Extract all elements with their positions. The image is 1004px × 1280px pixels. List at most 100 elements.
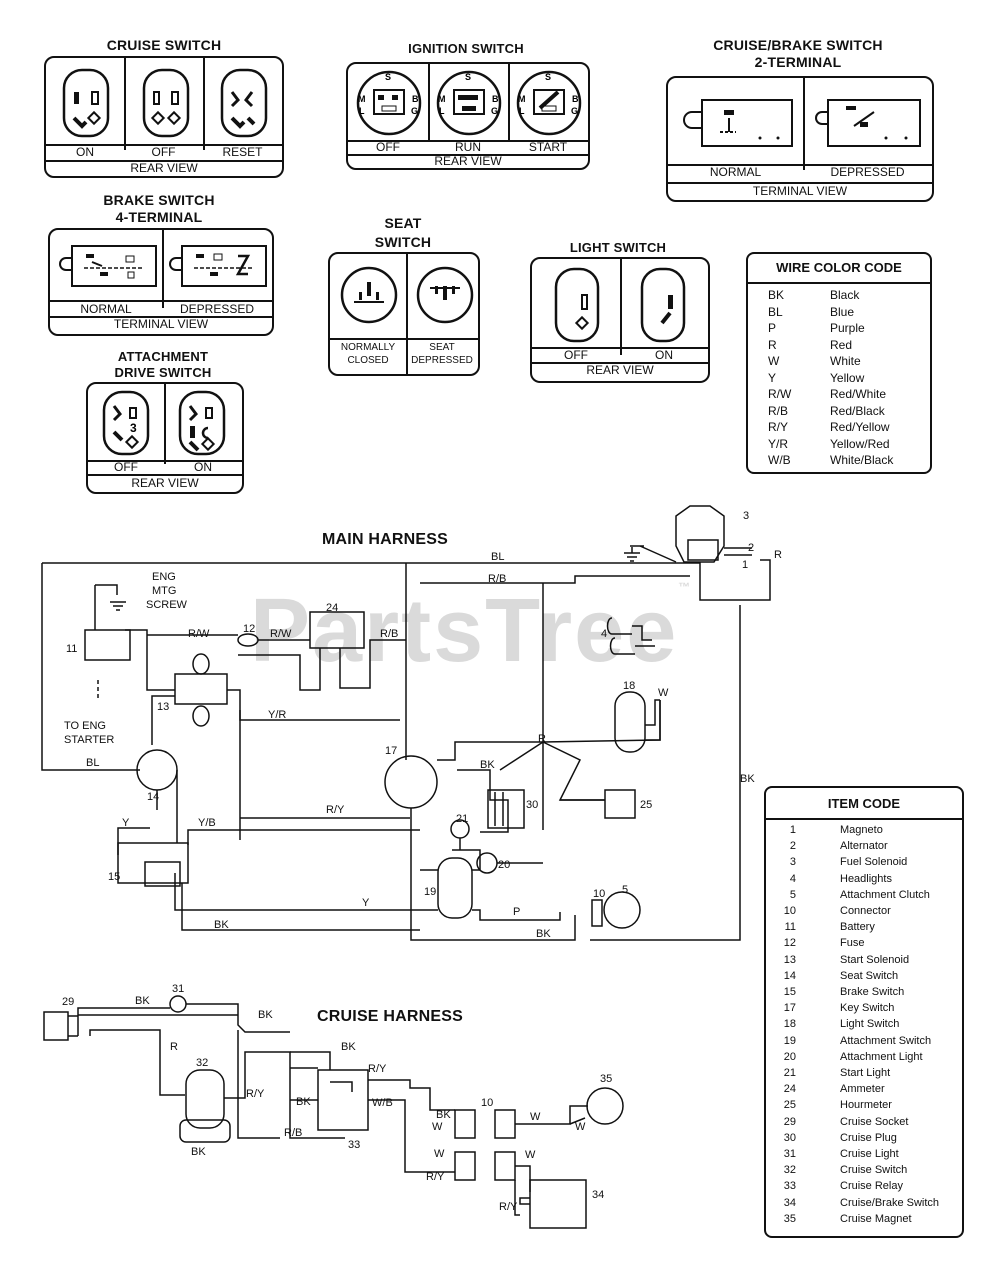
svg-text:R: R (538, 733, 546, 745)
attachment-drive-switch-panel: 3 OFF ON REAR VIEW (86, 382, 244, 494)
cruise-brake-normal-label: NORMAL (709, 165, 762, 179)
svg-text:M: M (358, 94, 366, 104)
svg-text:24: 24 (326, 602, 338, 614)
svg-text:BK: BK (740, 773, 755, 785)
svg-text:10: 10 (593, 888, 605, 900)
wire-color-name: Red/White (830, 387, 887, 401)
cruise-switch-view-label: REAR VIEW (130, 161, 198, 175)
item-name: Attachment Switch (840, 1034, 932, 1047)
starter-note-2: STARTER (64, 734, 115, 746)
main-harness-title: MAIN HARNESS (322, 531, 448, 548)
svg-text:R/B: R/B (380, 628, 398, 640)
wire-color-name: Red (830, 337, 853, 352)
svg-text:BK: BK (258, 1009, 273, 1021)
svg-text:W/B: W/B (372, 1097, 393, 1109)
item-number: 20 (783, 1050, 796, 1063)
svg-text:BK: BK (135, 995, 150, 1007)
cruise-brake-depressed-icon (815, 99, 921, 147)
svg-text:14: 14 (147, 791, 159, 803)
svg-text:10: 10 (481, 1097, 493, 1109)
seat-switch-panel: NORMALLY CLOSED SEAT DEPRESSED (328, 252, 480, 376)
seat-depressed-label-2: DEPRESSED (411, 355, 473, 366)
svg-text:BK: BK (191, 1146, 206, 1158)
svg-text:BL: BL (86, 757, 99, 769)
cruise-switch-reset-label: RESET (222, 145, 263, 159)
svg-text:17: 17 (385, 745, 397, 757)
svg-text:L: L (439, 106, 445, 116)
cruise-switch-reset-icon (220, 68, 268, 138)
svg-text:BK: BK (536, 928, 551, 940)
light-off-label: OFF (564, 348, 588, 362)
item-name: Fuel Solenoid (840, 856, 908, 869)
cruise-brake-switch-subtitle: 2-TERMINAL (754, 54, 842, 70)
seat-depressed-label-1: SEAT (429, 342, 455, 353)
ignition-run-label: RUN (455, 140, 481, 154)
attachment-on-label: ON (194, 460, 212, 474)
wire-color-name: Red/Black (830, 403, 885, 418)
cruise-switch-off-icon (142, 68, 190, 138)
brake-depressed-icon (169, 245, 267, 287)
svg-text:1: 1 (742, 559, 748, 571)
svg-text:3: 3 (743, 510, 749, 522)
item-number: 29 (783, 1115, 796, 1128)
item-number: 31 (783, 1148, 796, 1160)
item-name: Brake Switch (840, 986, 905, 998)
wire-code: R/W (768, 387, 792, 401)
item-number: 35 (783, 1212, 796, 1225)
svg-text:2: 2 (748, 542, 754, 554)
svg-text:G: G (571, 106, 578, 116)
brake-depressed-label: DEPRESSED (179, 302, 255, 316)
item-name: Attachment Clutch (840, 888, 930, 901)
svg-text:W: W (432, 1121, 443, 1133)
item-name: Attachment Light (840, 1050, 923, 1063)
item-number: 30 (783, 1131, 796, 1144)
item-number: 24 (783, 1083, 796, 1096)
item-number: 34 (783, 1196, 796, 1209)
item-name: Alternator (840, 840, 888, 853)
item-number: 15 (783, 986, 796, 998)
svg-text:S: S (385, 72, 391, 82)
ground-note-2: MTG (152, 585, 177, 597)
ignition-off-label: OFF (376, 140, 400, 154)
item-number: 33 (783, 1180, 796, 1193)
cruise-brake-normal-icon (683, 99, 793, 147)
light-view-label: REAR VIEW (586, 363, 654, 377)
svg-text:Y/R: Y/R (268, 709, 286, 721)
svg-text:35: 35 (600, 1073, 612, 1085)
seat-normally-closed-icon (340, 266, 398, 324)
cruise-switch-on-icon (62, 68, 110, 138)
svg-text:21: 21 (456, 813, 468, 825)
wire-color-name: Blue (830, 304, 855, 319)
svg-text:M: M (518, 94, 526, 104)
cruise-switch-panel: ON OFF RESET REAR VIEW (44, 56, 284, 178)
attachment-drive-switch-title: ATTACHMENT (117, 349, 209, 364)
svg-text:11: 11 (66, 643, 77, 655)
svg-text:W: W (658, 687, 669, 699)
svg-text:R/Y: R/Y (368, 1063, 387, 1075)
svg-text:Y/B: Y/B (198, 817, 216, 829)
wire-color-name: Black (830, 288, 860, 302)
item-name: Cruise Magnet (840, 1212, 912, 1225)
svg-text:Y: Y (362, 897, 370, 909)
svg-text:R/Y: R/Y (426, 1171, 445, 1183)
item-number: 13 (783, 953, 796, 966)
item-name: Cruise Relay (840, 1180, 903, 1193)
item-name: Light Switch (840, 1018, 900, 1031)
svg-text:4: 4 (601, 628, 607, 640)
light-switch-title: LIGHT SWITCH (569, 240, 667, 255)
cruise-brake-depressed-label: DEPRESSED (830, 165, 905, 179)
light-on-label: ON (655, 348, 673, 362)
seat-normally-label-1: NORMALLY (340, 342, 396, 353)
item-number: 1 (789, 824, 796, 836)
svg-text:R/B: R/B (284, 1127, 302, 1139)
wire-color-name: Purple (830, 321, 865, 335)
svg-text:20: 20 (498, 859, 510, 871)
item-name: Cruise Socket (840, 1115, 909, 1128)
svg-text:S: S (545, 72, 551, 82)
svg-text:BK: BK (480, 759, 495, 771)
brake-switch-title: BRAKE SWITCH (103, 192, 215, 208)
svg-text:W: W (530, 1111, 541, 1123)
cruise-harness-title: CRUISE HARNESS (317, 1008, 463, 1025)
